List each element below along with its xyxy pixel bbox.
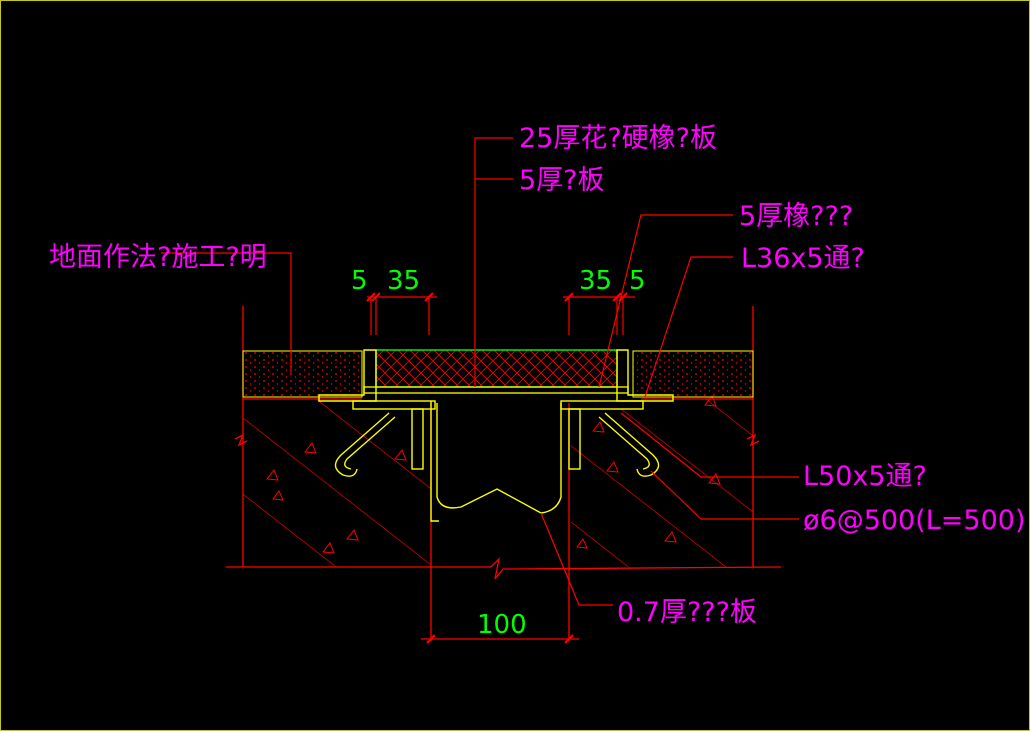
dim-right-width: 35 (579, 266, 612, 296)
label-angle-large: L50x5通? (803, 461, 927, 492)
steel-plate (363, 386, 629, 394)
aggregate-marks (266, 395, 721, 554)
dim-right-gap: 5 (629, 266, 646, 296)
waterstop-membrane (436, 403, 562, 514)
floor-finish-left (242, 350, 363, 398)
concrete-slab-left (242, 398, 432, 567)
dim-left-gap: 5 (351, 266, 368, 296)
label-rubber-strip: 5厚橡??? (739, 201, 853, 232)
floor-finish-right (632, 350, 754, 398)
leader-lines (161, 137, 799, 606)
anchor-bars (334, 412, 660, 477)
label-waterstop: 0.7厚???板 (617, 597, 757, 628)
label-steel-plate: 5厚?板 (519, 165, 605, 196)
concrete-slab-right (568, 398, 754, 567)
dimension-lines (366, 292, 635, 644)
label-angle-small: L36x5通? (741, 243, 865, 274)
label-anchor-bar: ø6@500(L=500) (803, 505, 1026, 536)
dim-joint-width: 100 (477, 610, 527, 640)
dim-left-width: 35 (387, 266, 420, 296)
label-top-plate: 25厚花?硬橡?板 (519, 123, 717, 154)
label-floor-finish: 地面作法?施工?明 (49, 242, 267, 273)
rubber-cover-plate (375, 349, 618, 388)
